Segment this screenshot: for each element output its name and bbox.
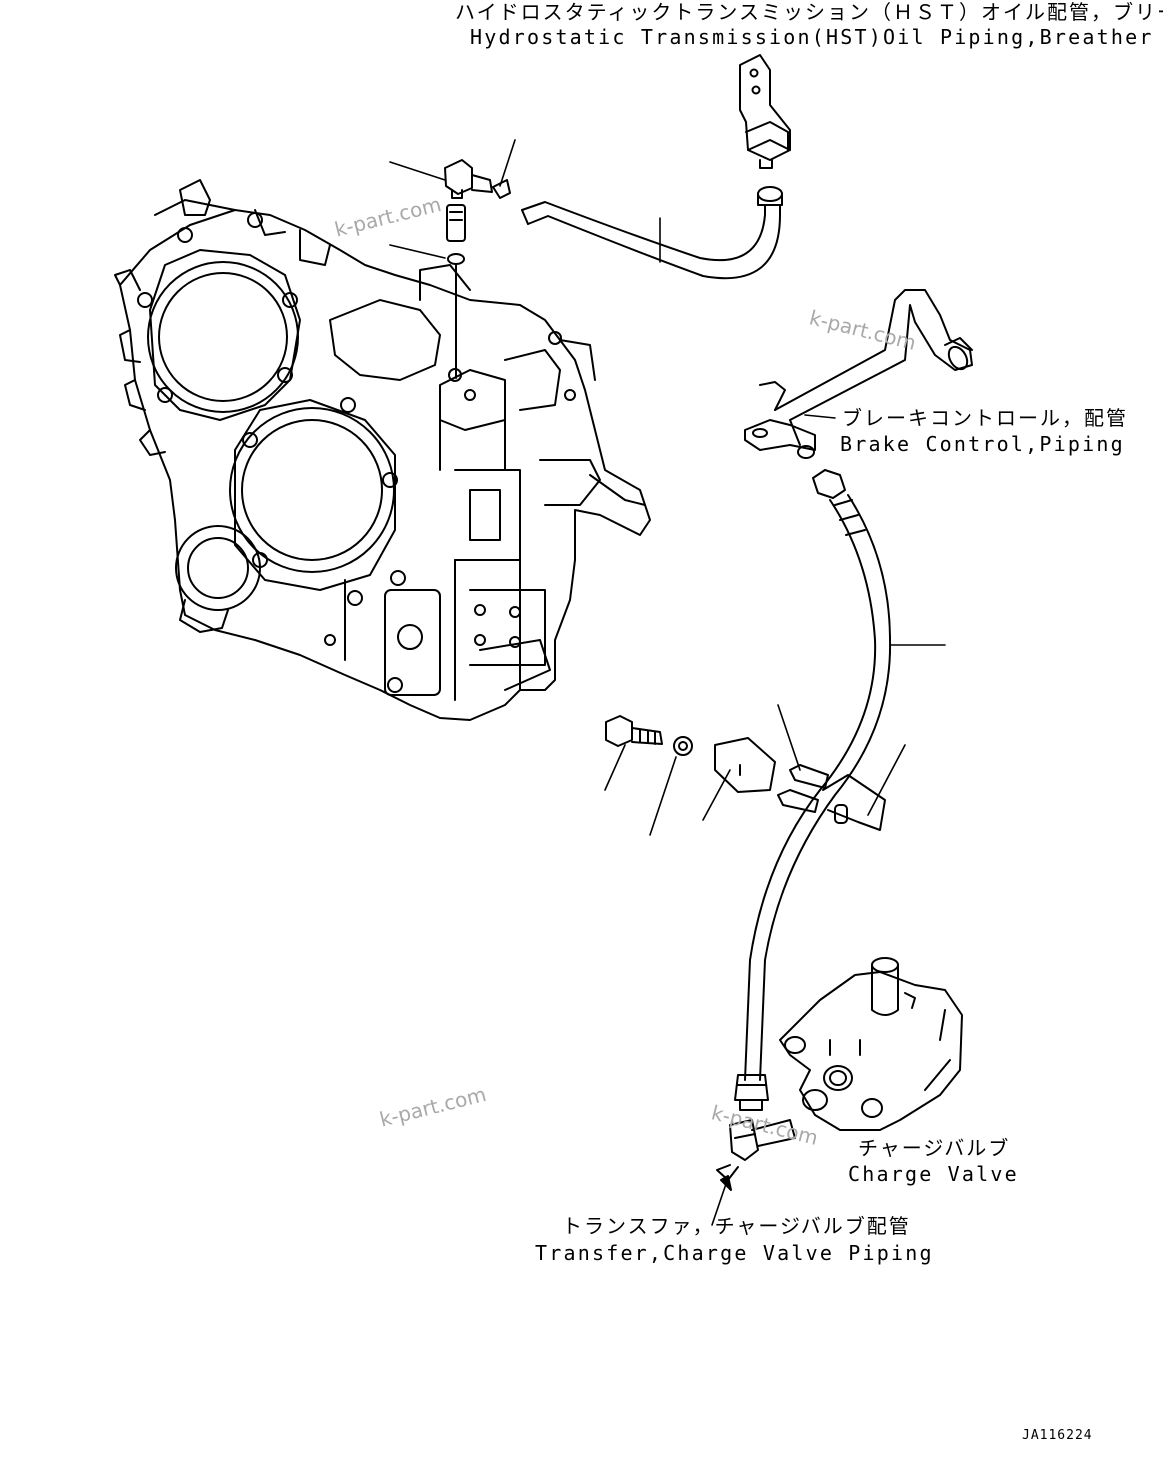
charge-valve-label-jp: チャージバルブ bbox=[858, 1136, 1011, 1160]
charge-valve-label-en: Charge Valve bbox=[848, 1162, 1019, 1186]
transmission-housing bbox=[114, 179, 651, 721]
hose-clamp bbox=[702, 704, 906, 831]
washer bbox=[649, 736, 693, 836]
brake-pipe bbox=[744, 289, 973, 459]
brake-label-jp: ブレーキコントロール，配管 bbox=[842, 406, 1128, 430]
drawing-code: JA116224 bbox=[1022, 1428, 1093, 1443]
breather-fitting bbox=[389, 139, 516, 379]
charge-valve bbox=[779, 957, 963, 1131]
main-hose bbox=[734, 469, 946, 1111]
transfer-label-en: Transfer,Charge Valve Piping bbox=[535, 1241, 934, 1265]
hst-label-jp: ハイドロスタティックトランスミッション（ＨＳＴ）オイル配管，ブリーザ bbox=[455, 0, 1163, 24]
elbow-fitting bbox=[711, 1119, 796, 1226]
transfer-label-jp: トランスファ，チャージバルブ配管 bbox=[562, 1214, 911, 1238]
bolt bbox=[604, 715, 663, 791]
breather-hose bbox=[521, 186, 783, 280]
breather-bracket bbox=[739, 54, 791, 169]
brake-label-en: Brake Control,Piping bbox=[840, 432, 1125, 456]
hst-label-en: Hydrostatic Transmission(HST)Oil Piping,… bbox=[470, 25, 1154, 49]
